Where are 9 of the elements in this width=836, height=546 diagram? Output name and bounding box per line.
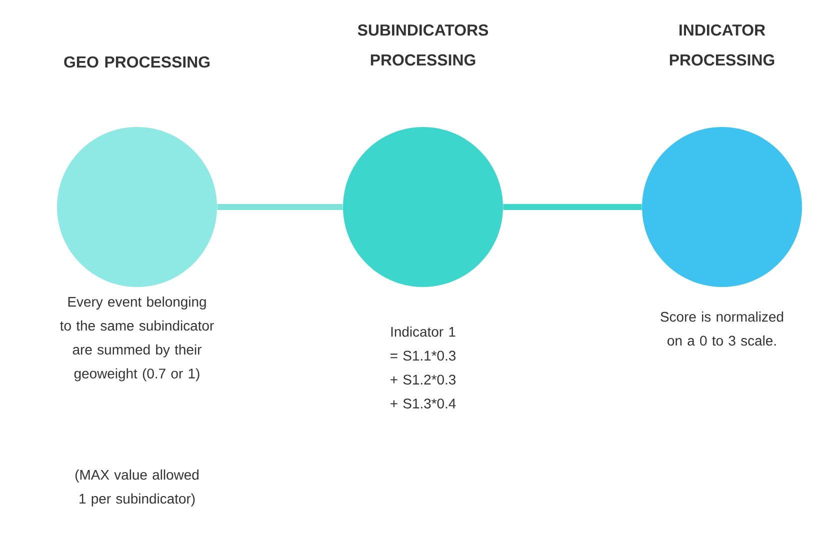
note: (MAX value allowed 1 per subindicator) bbox=[75, 470, 198, 506]
heading: SUBINDICATORS PROCESSING bbox=[358, 24, 488, 66]
connector-line bbox=[217, 204, 343, 210]
heading: GEO PROCESSING bbox=[64, 56, 210, 68]
description: Every event belonging to the same subindicator are summed by their geoweight (0.7 or 1) bbox=[60, 296, 214, 382]
connector-line bbox=[503, 204, 642, 210]
description: Indicator 1 = S1.1*0.3 + S1.2*0.3 + S1.3*0.4 bbox=[390, 326, 456, 408]
description: Score is normalized on a 0 to 3 scale. bbox=[660, 312, 784, 346]
heading: INDICATOR PROCESSING bbox=[670, 24, 774, 66]
